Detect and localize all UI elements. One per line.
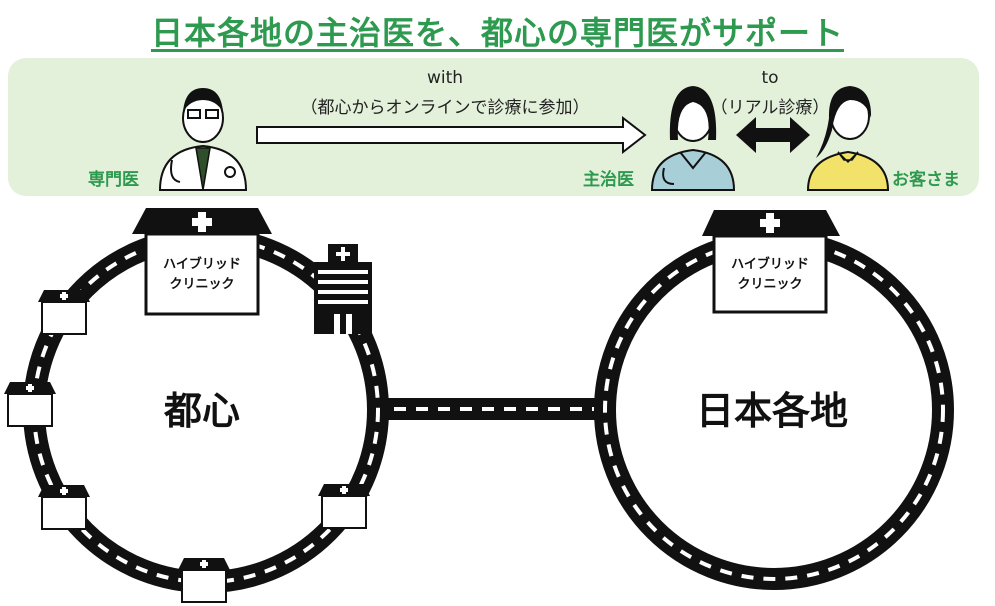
with-label: with	[426, 68, 464, 88]
clinic-label-line2: クリニック	[737, 277, 802, 292]
to-label: to	[761, 68, 779, 88]
area-label-tokyo: 都心	[163, 389, 240, 433]
double-arrow-icon	[736, 117, 810, 153]
small-clinic-icon	[37, 484, 91, 530]
page-title: 日本各地の主治医を、都心の専門医がサポート	[150, 14, 844, 52]
area-label-regional: 日本各地	[696, 389, 848, 433]
small-clinic-icon	[177, 557, 231, 603]
small-clinic-icon	[317, 483, 371, 529]
specialist-label: 専門医	[88, 170, 139, 190]
customer-icon	[806, 86, 890, 191]
hybrid-clinic-tokyo: ハイブリッド クリニック	[132, 208, 272, 316]
clinic-label-line2: クリニック	[169, 277, 234, 292]
to-sub-label: （リアル診療）	[710, 98, 830, 118]
small-clinic-icon	[37, 289, 91, 335]
online-arrow-icon	[256, 115, 647, 155]
hybrid-clinic-regional: ハイブリッド クリニック	[702, 210, 840, 314]
clinic-label-line1: ハイブリッド	[163, 256, 241, 272]
customer-label: お客さま	[892, 170, 960, 190]
with-sub-label: （都心からオンラインで診療に参加）	[300, 98, 590, 118]
hospital-building-icon	[314, 244, 372, 334]
small-clinic-icon	[3, 381, 57, 427]
doctor-icon	[650, 86, 736, 191]
connecting-road	[372, 398, 604, 420]
doctor-label: 主治医	[583, 170, 634, 190]
specialist-doctor-icon	[158, 88, 248, 191]
clinic-label-line1: ハイブリッド	[731, 256, 809, 272]
